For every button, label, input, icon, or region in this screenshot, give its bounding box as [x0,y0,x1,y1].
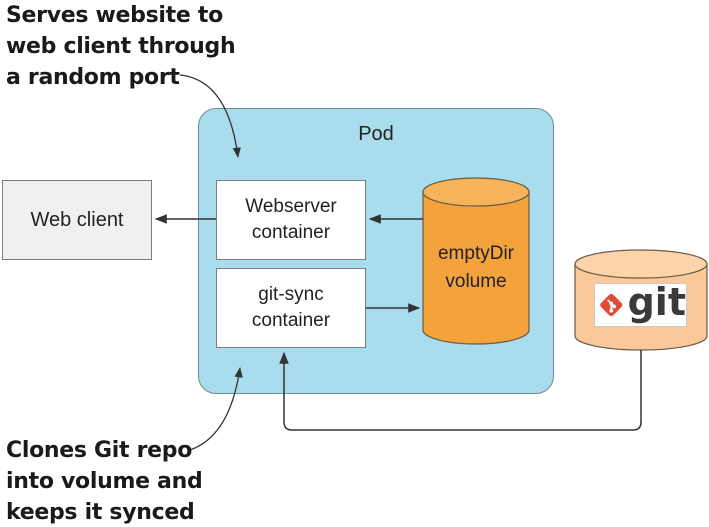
webserver-container-label-line-2: container [251,222,331,243]
callout-top-line-3: a random port [6,65,180,90]
callout-top-line-2: web client through [6,34,236,59]
callout-leader-bottom [189,366,243,451]
connector-git-to-gitsync [279,350,642,431]
gitsync-container-label-line-1: git-sync [258,284,324,305]
volume-label-line-1: emptyDir [437,243,514,264]
emptydir-volume-cylinder [422,177,530,345]
callout-top-line-1: Serves website to [6,3,223,28]
callout-bottom-line-3: keeps it synced [6,500,195,525]
callout-bottom-line-1: Clones Git repo [6,438,193,463]
git-diamond-icon [600,293,623,317]
git-logo: git [594,280,687,327]
gitsync-container-box: git-sync container [216,268,366,348]
pod-label: Pod [358,123,394,145]
web-client-label: Web client [30,209,124,231]
volume-label-line-2: volume [445,271,507,292]
callout-clones-git-repo: Clones Git repo into volume and keeps it… [6,435,203,527]
webserver-container-box: Webserver container [216,180,366,260]
emptydir-volume-label: emptyDir volume [423,240,529,296]
callout-serves-website: Serves website to web client through a r… [6,0,236,93]
git-logo-text: git [627,280,686,324]
web-client-box: Web client [2,180,152,260]
callout-bottom-line-2: into volume and [6,469,203,494]
callout-leader-top [179,74,241,159]
webserver-container-label-line-1: Webserver [245,196,337,217]
gitsync-container-label-line-2: container [251,310,331,331]
